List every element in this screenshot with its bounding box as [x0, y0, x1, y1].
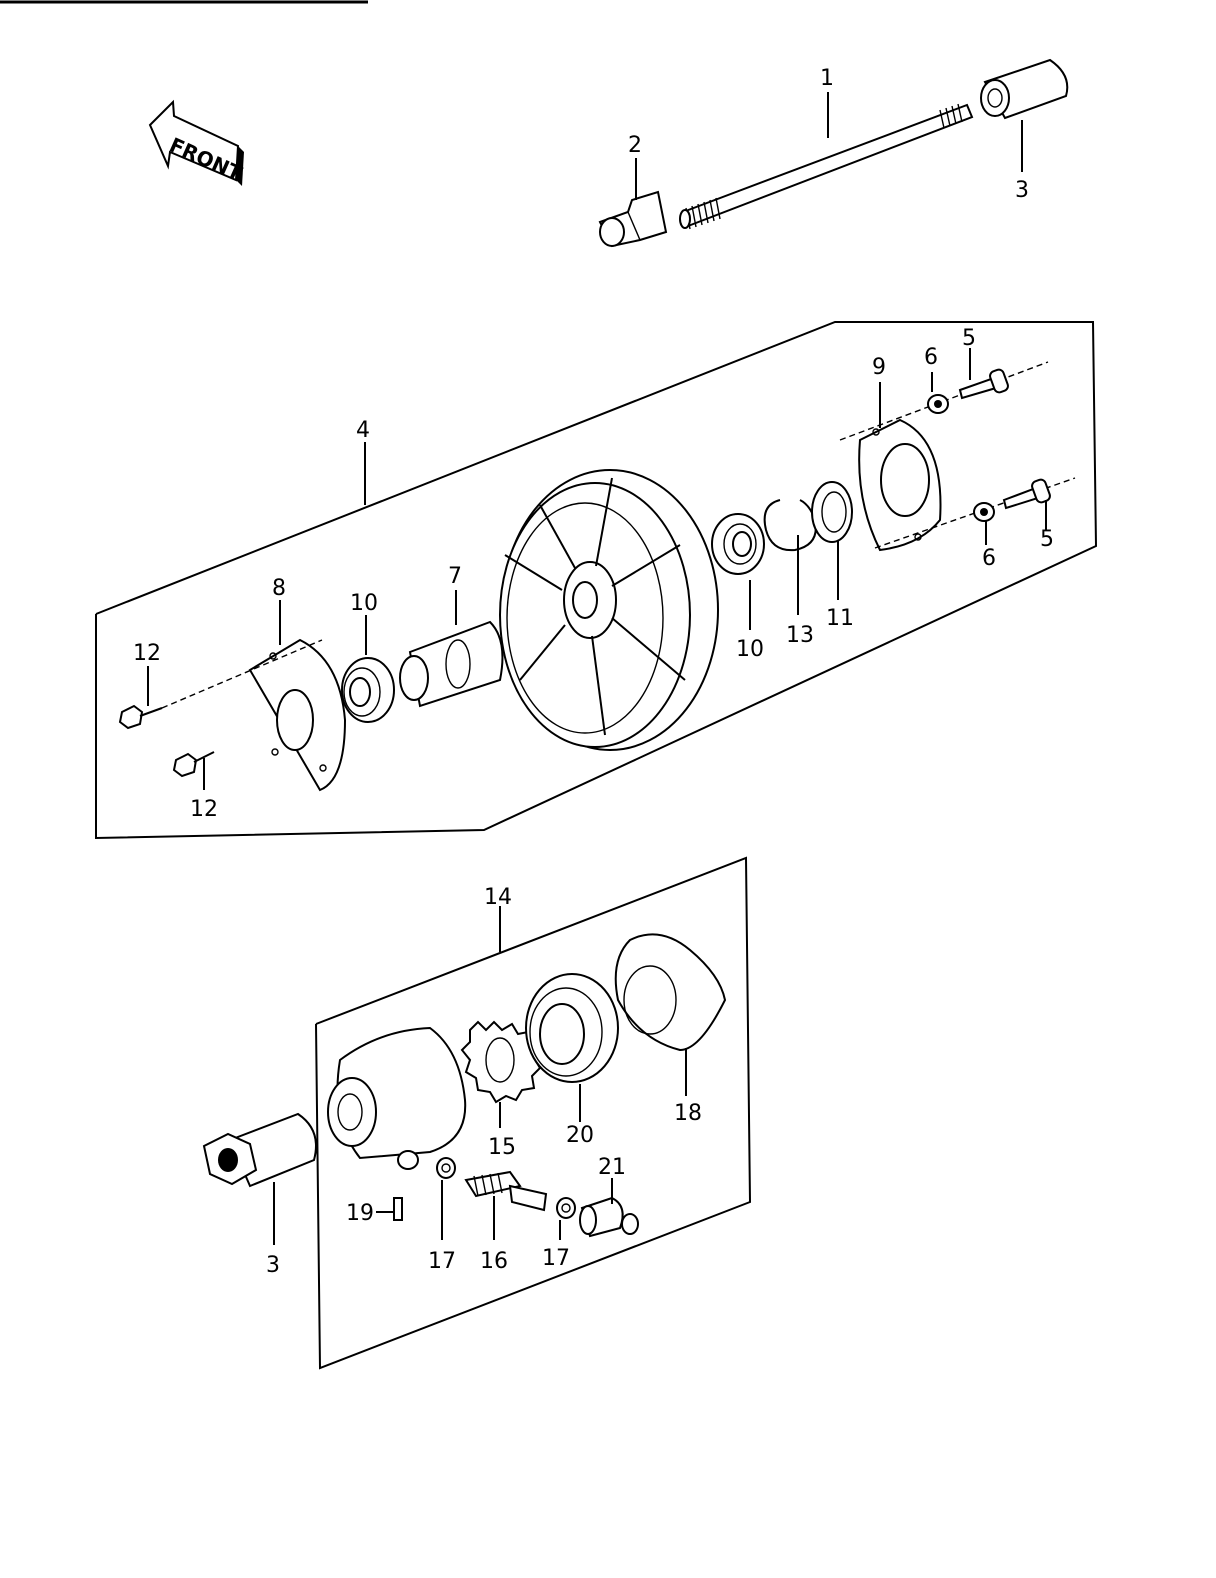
- gear-retainer-icon: [614, 933, 727, 1052]
- washer-6-upper-icon: [927, 394, 949, 414]
- callout-5-upper: 5: [962, 326, 976, 351]
- callout-3-bottom: 3: [266, 1253, 280, 1278]
- washer-6-lower-icon: [973, 502, 995, 522]
- callout-21: 21: [598, 1155, 626, 1180]
- callout-labels: 1 2 3 4 5 6 9 6 5 8 10 7 12 12 10 13 11 …: [133, 66, 1054, 1278]
- callout-9: 9: [872, 355, 886, 380]
- pinion-bushing-icon: [579, 1196, 639, 1238]
- hub-plate-right-icon: [858, 418, 942, 552]
- callout-15: 15: [488, 1135, 516, 1160]
- callout-12-upper: 12: [133, 641, 161, 666]
- wheel-assembly-outline: [95, 321, 1098, 840]
- callout-20: 20: [566, 1123, 594, 1148]
- spacer-collar-icon: [598, 190, 668, 248]
- callout-5-lower: 5: [1040, 527, 1054, 552]
- callout-17-left: 17: [428, 1249, 456, 1274]
- callout-14: 14: [484, 885, 512, 910]
- drive-gear-icon: [460, 1020, 542, 1104]
- speedo-gear-housing-icon: [327, 1026, 467, 1170]
- bolt-12-lower-icon: [172, 751, 215, 778]
- callout-6-lower: 6: [982, 546, 996, 571]
- axle-icon: [679, 103, 974, 230]
- pinion-gear-icon: [464, 1170, 548, 1212]
- callout-19: 19: [346, 1201, 374, 1226]
- callout-12-lower: 12: [190, 797, 218, 822]
- dowel-pin-icon: [393, 1197, 403, 1221]
- callout-17-right: 17: [542, 1246, 570, 1271]
- callout-18: 18: [674, 1101, 702, 1126]
- callout-6-upper: 6: [924, 345, 938, 370]
- bearing-left-icon: [341, 657, 395, 723]
- bolt-12-upper-icon: [118, 704, 163, 730]
- callout-11: 11: [826, 606, 854, 631]
- oil-seal-icon: [811, 481, 853, 543]
- hub-plate-left-icon: [248, 638, 347, 792]
- axle-nut-sleeve-icon: [980, 58, 1069, 120]
- washer-17-right-icon: [556, 1197, 576, 1219]
- bolt-5-lower-icon: [1002, 478, 1051, 510]
- circlip-icon: [763, 499, 817, 552]
- speedo-bearing-icon: [525, 973, 619, 1083]
- hub-spacer-icon: [399, 620, 504, 708]
- wheel-rim-icon: [499, 469, 719, 751]
- callout-8: 8: [272, 576, 286, 601]
- front-arrow-icon: FRONT: [148, 99, 246, 186]
- callout-7: 7: [448, 564, 462, 589]
- callout-3-top: 3: [1015, 178, 1029, 203]
- washer-17-left-icon: [436, 1157, 456, 1179]
- callout-2: 2: [628, 133, 642, 158]
- callout-16: 16: [480, 1249, 508, 1274]
- bearing-right-icon: [711, 513, 765, 575]
- callout-10-left: 10: [350, 591, 378, 616]
- axle-sleeve-nut-icon: [202, 1112, 317, 1188]
- callout-10-right: 10: [736, 637, 764, 662]
- callout-13: 13: [786, 623, 814, 648]
- callout-4: 4: [356, 418, 370, 443]
- callout-1: 1: [820, 66, 834, 91]
- bolt-5-upper-icon: [958, 368, 1009, 400]
- speedo-gear-assembly-outline: [315, 856, 752, 1370]
